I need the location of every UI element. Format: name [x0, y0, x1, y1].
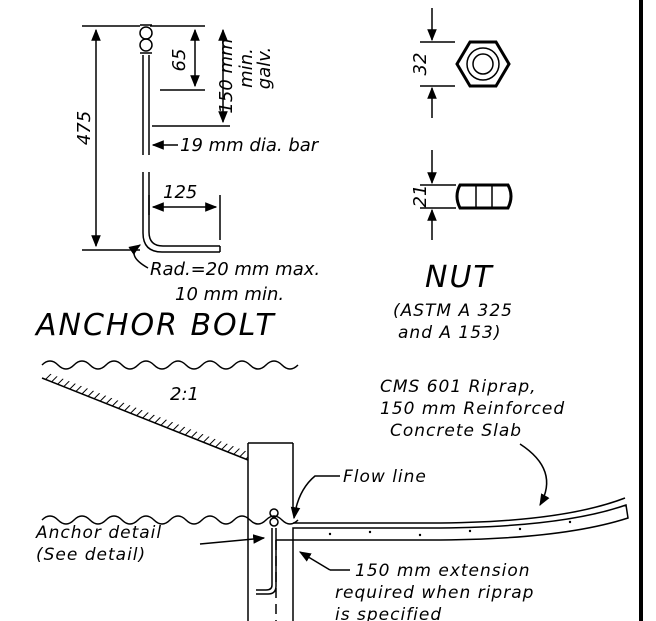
radius-label-min: 10 mm min. — [175, 284, 284, 305]
dim-150-min-text: min. — [236, 48, 257, 88]
anchor-bolt-detail: 475 65 150 mm min. galv. 19 mm dia. bar … — [34, 24, 320, 343]
nut-side-view — [455, 183, 513, 210]
slope-label: 2:1 — [170, 384, 199, 405]
anchor-detail-ref: (See detail) — [36, 545, 146, 565]
nut-hex-top-view — [455, 40, 511, 88]
anchor-bolt-title: ANCHOR BOLT — [34, 308, 276, 343]
extension-label-line3: is specified — [335, 605, 442, 621]
dim-150-text: 150 mm — [216, 38, 237, 113]
headwall-section: 2:1 CMS 601 Riprap, 150 mm Reinforced Co… — [35, 360, 629, 621]
dim-21-text: 21 — [410, 185, 431, 208]
bolt-thread-top — [139, 24, 153, 54]
anchor-detail-label: Anchor detail — [35, 523, 162, 543]
bar-dia-label: 19 mm dia. bar — [180, 135, 320, 156]
slab-aggregate — [328, 520, 572, 537]
anchor-bolt-in-wall — [256, 508, 279, 595]
bolt-hook — [148, 172, 220, 247]
riprap-label-line1: CMS 601 Riprap, — [380, 377, 537, 397]
ground-break-line-mid — [41, 515, 299, 525]
dim-150-galv-text: galv. — [254, 47, 275, 89]
riprap-label-line3: Concrete Slab — [390, 421, 522, 441]
ground-break-line-top — [41, 360, 299, 370]
riprap-label-line2: 150 mm Reinforced — [380, 399, 565, 419]
radius-label-max: Rad.=20 mm max. — [150, 259, 320, 280]
dim-125-text: 125 — [163, 182, 197, 203]
extension-label-line1: 150 mm extension — [355, 561, 531, 581]
bolt-hook — [142, 172, 220, 253]
nut-detail: 32 21 NUT (ASTM A 325 and A 153) — [393, 8, 513, 343]
nut-title: NUT — [425, 260, 494, 295]
nut-spec-line1: (ASTM A 325 — [393, 301, 513, 321]
dim-32-text: 32 — [410, 53, 431, 76]
dim-475-text: 475 — [74, 111, 95, 145]
nut-spec-line2: and A 153) — [398, 323, 502, 343]
flow-line-label: Flow line — [343, 467, 427, 487]
dim-65-text: 65 — [169, 49, 190, 72]
extension-label-line2: required when riprap — [335, 583, 534, 603]
riprap-slab — [292, 503, 629, 541]
